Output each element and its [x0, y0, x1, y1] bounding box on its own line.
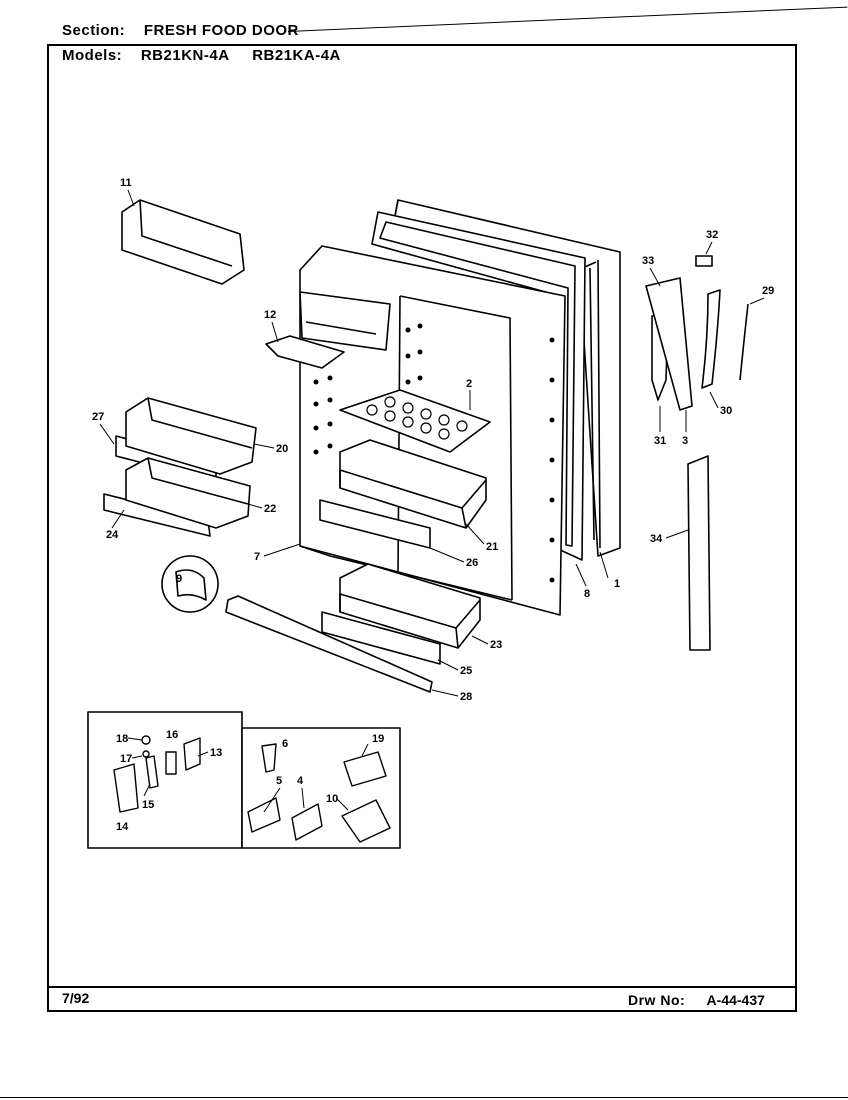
callout-10: 10 — [326, 793, 338, 805]
callout-labels: 1 2 3 4 5 6 7 8 9 10 11 12 13 14 15 16 1… — [92, 177, 774, 833]
model-2: RB21KA-4A — [252, 47, 341, 64]
drawing-number-value: A-44-437 — [706, 992, 765, 1008]
callout-15: 15 — [142, 799, 154, 811]
revision-date: 7/92 — [62, 990, 90, 1006]
callout-24: 24 — [106, 529, 119, 541]
callout-18: 18 — [116, 733, 128, 745]
dairy-cover-11 — [121, 199, 245, 285]
callout-6: 6 — [282, 738, 288, 750]
callout-3: 3 — [682, 435, 688, 447]
callout-34: 34 — [650, 533, 663, 545]
callout-30: 30 — [720, 405, 732, 417]
callout-23: 23 — [490, 639, 502, 651]
callout-26: 26 — [466, 557, 478, 569]
drawing-number: Drw No: A-44-437 — [628, 992, 765, 1008]
diagram-frame — [47, 44, 797, 1012]
callout-13: 13 — [210, 747, 222, 759]
door-bin-20 — [125, 397, 257, 475]
section-value: FRESH FOOD DOOR — [143, 22, 299, 39]
callout-28: 28 — [460, 691, 472, 703]
shelf-retainer-25 — [321, 611, 441, 665]
egg-tray — [339, 389, 491, 453]
callout-31: 31 — [654, 435, 666, 447]
inset-parts — [113, 735, 391, 843]
door-bin-22 — [125, 457, 251, 529]
hinge-cap-32 — [695, 255, 713, 267]
callout-20: 20 — [276, 443, 288, 455]
door-handle-34 — [687, 455, 711, 651]
callout-21: 21 — [486, 541, 498, 553]
callout-27: 27 — [92, 411, 104, 423]
detail-circle-9 — [161, 555, 219, 613]
callout-14: 14 — [116, 821, 129, 833]
model-1: RB21KN-4A — [140, 47, 230, 64]
dairy-compartment — [299, 291, 391, 351]
callout-4: 4 — [297, 775, 304, 787]
door-shelf-23 — [339, 563, 481, 649]
callout-11: 11 — [120, 177, 132, 189]
callout-7: 7 — [254, 551, 260, 563]
inset-box-left — [87, 711, 243, 849]
dairy-door-12 — [265, 335, 345, 369]
models-header: Models: RB21KN-4A RB21KA-4A — [62, 47, 359, 64]
hinge-cover-30 — [701, 289, 721, 389]
models-label: Models: — [62, 47, 123, 64]
leader-lines — [99, 189, 765, 813]
drawing-number-label: Drw No: — [628, 992, 686, 1008]
callout-9: 9 — [176, 573, 182, 585]
footer-rule — [47, 986, 797, 988]
section-header: Section: FRESH FOOD DOOR — [62, 22, 299, 39]
hinge-bracket-33 — [645, 277, 693, 411]
hinge-cover-29 — [739, 303, 749, 381]
callout-17: 17 — [120, 753, 132, 765]
callout-1: 1 — [614, 578, 620, 590]
door-shelf-21 — [339, 439, 487, 529]
callout-16: 16 — [166, 729, 178, 741]
callout-5: 5 — [276, 775, 282, 787]
callout-32: 32 — [706, 229, 718, 241]
page-bottom-rule — [0, 1097, 848, 1098]
callout-2: 2 — [466, 378, 472, 390]
callout-25: 25 — [460, 665, 472, 677]
callout-8: 8 — [584, 588, 590, 600]
callout-29: 29 — [762, 285, 774, 297]
callout-33: 33 — [642, 255, 654, 267]
callout-19: 19 — [372, 733, 384, 745]
callout-22: 22 — [264, 503, 276, 515]
callout-12: 12 — [264, 309, 276, 321]
door-trim-28 — [225, 595, 433, 693]
section-label: Section: — [62, 22, 126, 39]
